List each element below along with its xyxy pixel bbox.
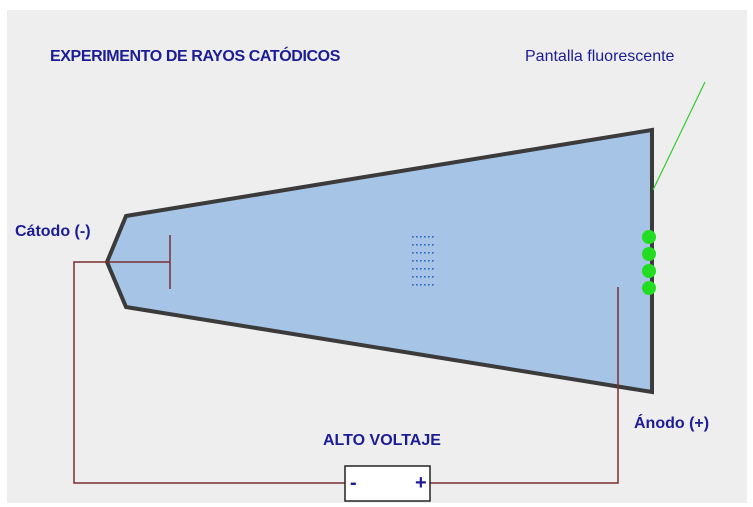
electron-dot (420, 260, 422, 262)
battery-minus-sign: - (350, 472, 357, 494)
high-voltage-label: ALTO VOLTAJE (323, 432, 441, 449)
electron-dot (424, 276, 426, 278)
electron-dot (416, 260, 418, 262)
electron-dot (424, 284, 426, 286)
electron-dot (428, 236, 430, 238)
electron-dot (424, 260, 426, 262)
anode-label: Ánodo (+) (634, 415, 710, 432)
electron-dot (432, 276, 434, 278)
electron-dot (424, 252, 426, 254)
glow-spot (642, 230, 656, 244)
electron-dot (432, 252, 434, 254)
screen-pointer-line (652, 81, 706, 191)
electron-dot (428, 284, 430, 286)
circuit-wire-left (73, 261, 345, 484)
electron-dot (420, 284, 422, 286)
electron-dot (416, 236, 418, 238)
electron-dot (428, 260, 430, 262)
electron-dot (412, 276, 414, 278)
electron-dot (416, 244, 418, 246)
electron-dot (412, 252, 414, 254)
electron-dot (432, 236, 434, 238)
electron-dot (412, 284, 414, 286)
electron-dot (420, 268, 422, 270)
electron-dot (428, 268, 430, 270)
electron-dot (420, 252, 422, 254)
diagram-title: EXPERIMENTO DE RAYOS CATÓDICOS (50, 48, 340, 65)
electron-dot (432, 268, 434, 270)
electron-dot (420, 244, 422, 246)
electron-beam-dots (412, 236, 434, 286)
battery-box (344, 465, 431, 502)
electron-dot (416, 268, 418, 270)
electron-dot (416, 276, 418, 278)
electron-dot (432, 244, 434, 246)
electron-dot (412, 244, 414, 246)
circuit-wire-right (430, 287, 619, 484)
cathode-label: Cátodo (-) (15, 223, 91, 240)
electron-dot (412, 268, 414, 270)
electron-dot (412, 260, 414, 262)
electron-dot (416, 284, 418, 286)
fluorescent-glow-spots (642, 230, 656, 295)
electron-dot (432, 284, 434, 286)
cathode-ray-tube (104, 127, 654, 395)
electron-dot (428, 244, 430, 246)
electron-dot (424, 236, 426, 238)
glow-spot (642, 264, 656, 278)
screen-label: Pantalla fluorescente (525, 48, 675, 65)
electron-dot (424, 268, 426, 270)
electron-dot (416, 252, 418, 254)
electron-dot (428, 276, 430, 278)
electron-dot (424, 244, 426, 246)
electron-dot (420, 236, 422, 238)
glow-spot (642, 247, 656, 261)
electron-dot (412, 236, 414, 238)
electron-dot (420, 276, 422, 278)
glow-spot (642, 281, 656, 295)
electron-dot (432, 260, 434, 262)
electron-dot (428, 252, 430, 254)
battery-plus-sign: + (415, 472, 427, 494)
